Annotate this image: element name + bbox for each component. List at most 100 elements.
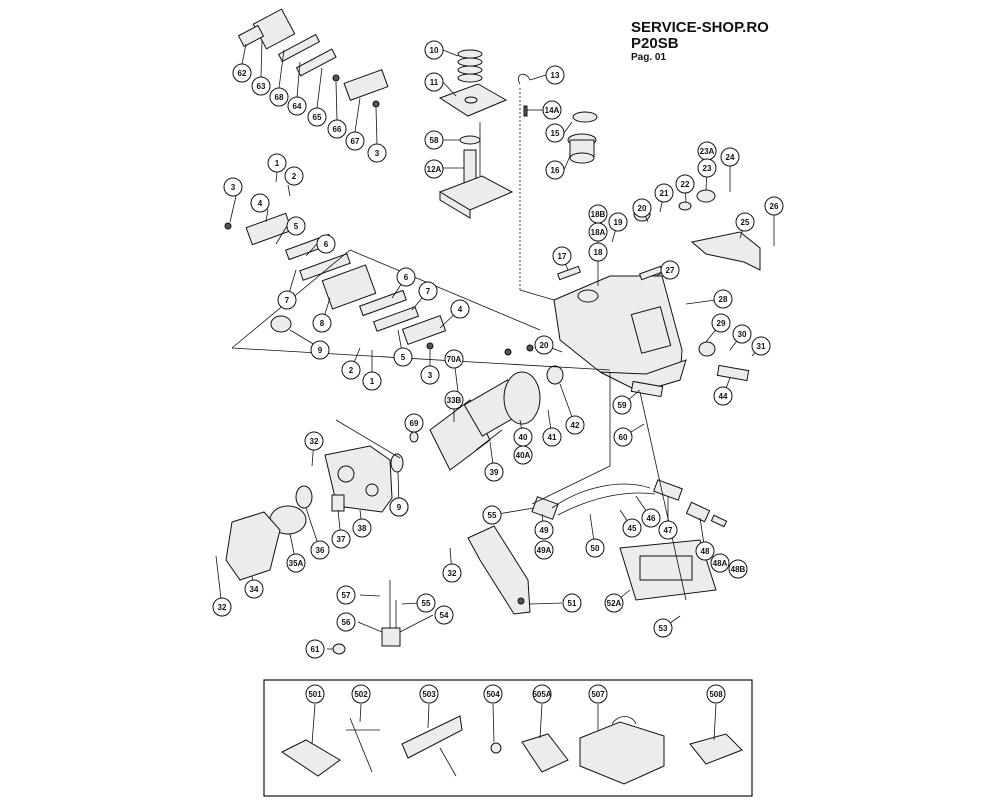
side-handle	[467, 525, 531, 615]
part-callout: 29	[711, 313, 731, 333]
part-callout: 53	[653, 618, 673, 638]
callout-bubble	[420, 365, 440, 385]
callout-bubble	[697, 158, 717, 178]
callout-number: 4	[258, 199, 263, 208]
callout-bubble	[307, 107, 327, 127]
callout-bubble	[416, 593, 436, 613]
callout-bubble	[653, 618, 673, 638]
part-callout: 61	[305, 639, 325, 659]
part-callout: 40	[513, 427, 533, 447]
callout-number: 18	[594, 248, 603, 257]
callout-number: 61	[311, 645, 320, 654]
callout-bubble	[310, 340, 330, 360]
callout-number: 3	[428, 371, 433, 380]
callout-number: 68	[275, 93, 284, 102]
part-callout: 501	[305, 684, 325, 704]
callout-bubble	[286, 553, 306, 573]
part-callout: 31	[751, 336, 771, 356]
callout-number: 54	[440, 611, 449, 620]
part-callout: 23A	[697, 141, 717, 161]
callout-bubble	[310, 540, 330, 560]
callout-bubble	[336, 612, 356, 632]
part-callout: 13	[545, 65, 565, 85]
callout-bubble	[305, 639, 325, 659]
callout-bubble	[212, 597, 232, 617]
spring-plate-group	[438, 49, 514, 219]
callout-number: 4	[458, 305, 463, 314]
callout-number: 26	[770, 202, 779, 211]
part-callout: 60	[613, 427, 633, 447]
callout-number: 2	[349, 366, 354, 375]
part-callout: 68	[269, 87, 289, 107]
part-callout: 32	[442, 563, 462, 583]
part-callout: 502	[351, 684, 371, 704]
part-callout: 48	[695, 541, 715, 561]
part-callout: 65	[307, 107, 327, 127]
callout-number: 31	[757, 342, 766, 351]
callout-bubble	[706, 684, 726, 704]
callout-bubble	[613, 427, 633, 447]
callout-number: 24	[726, 153, 735, 162]
part-callout: 19	[608, 212, 628, 232]
callout-bubble	[751, 336, 771, 356]
callout-bubble	[565, 415, 585, 435]
callout-bubble	[404, 413, 424, 433]
callout-number: 32	[448, 569, 457, 578]
callout-number: 33B	[447, 396, 462, 405]
callout-bubble	[389, 497, 409, 517]
callout-number: 20	[540, 341, 549, 350]
callout-bubble	[267, 153, 287, 173]
callout-number: 18B	[591, 210, 606, 219]
part-callout: 64	[287, 96, 307, 116]
part-callout: 508	[706, 684, 726, 704]
callout-number: 6	[324, 240, 329, 249]
part-callout: 6	[396, 267, 416, 287]
callout-number: 36	[316, 546, 325, 555]
callout-number: 9	[318, 346, 323, 355]
part-callout: 8	[312, 313, 332, 333]
part-callout: 15	[545, 123, 565, 143]
callout-bubble	[424, 159, 444, 179]
part-callout: 44	[713, 386, 733, 406]
callout-number: 40A	[516, 451, 531, 460]
callout-bubble	[444, 349, 464, 369]
callout-number: 5	[401, 353, 406, 362]
part-callout: 4	[250, 193, 270, 213]
callout-number: 65	[313, 113, 322, 122]
callout-bubble	[695, 541, 715, 561]
part-callout: 9	[310, 340, 330, 360]
callout-number: 53	[659, 624, 668, 633]
part-callout: 21	[654, 183, 674, 203]
callout-number: 18A	[591, 228, 606, 237]
part-callout: 47	[658, 520, 678, 540]
callout-number: 55	[422, 599, 431, 608]
callout-bubble	[424, 40, 444, 60]
part-callout: 22	[675, 174, 695, 194]
callout-bubble	[304, 431, 324, 451]
callout-number: 23	[703, 164, 712, 173]
callout-number: 504	[486, 690, 500, 699]
part-callout: 25	[735, 212, 755, 232]
callout-bubble	[513, 445, 533, 465]
part-callout: 18	[588, 242, 608, 262]
callout-bubble	[660, 260, 680, 280]
part-callout: 504	[483, 684, 503, 704]
callout-bubble	[351, 684, 371, 704]
callout-bubble	[419, 684, 439, 704]
switch-capacitor	[332, 580, 401, 655]
callout-number: 22	[681, 180, 690, 189]
callout-number: 59	[618, 401, 627, 410]
cord-switch-group	[531, 479, 728, 601]
callout-bubble	[362, 371, 382, 391]
callout-number: 47	[664, 526, 673, 535]
callout-bubble	[336, 585, 356, 605]
callout-bubble	[622, 518, 642, 538]
callout-number: 29	[717, 319, 726, 328]
callout-bubble	[632, 198, 652, 218]
callout-bubble	[608, 212, 628, 232]
callout-number: 9	[397, 503, 402, 512]
callout-number: 56	[342, 618, 351, 627]
callout-bubble	[316, 234, 336, 254]
callout-bubble	[588, 222, 608, 242]
